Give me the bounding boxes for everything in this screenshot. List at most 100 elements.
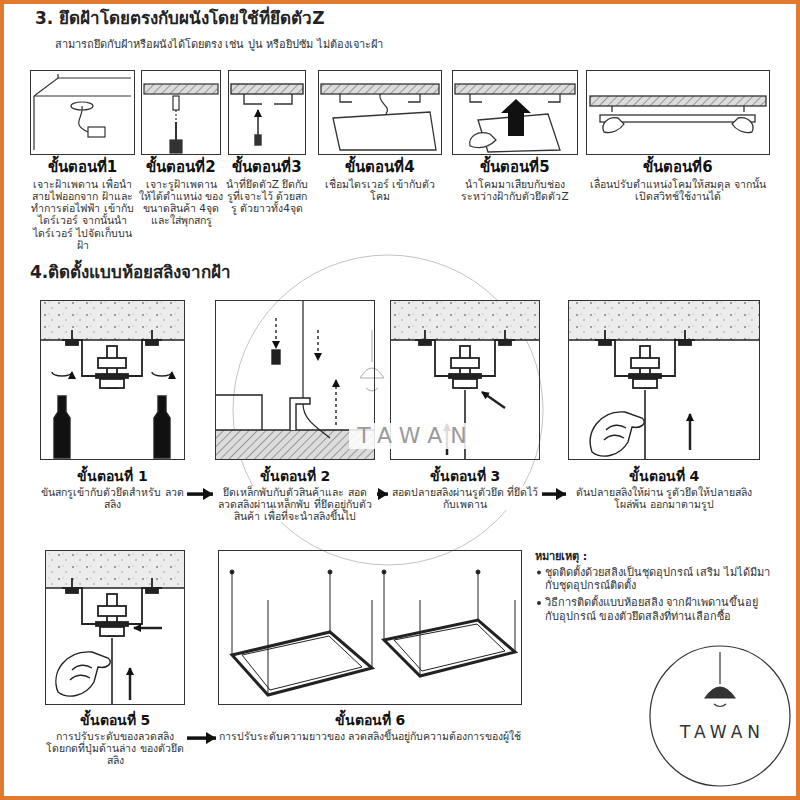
push-sling-drawing xyxy=(569,301,759,459)
step-description: นำที่ยึดตัวZ ยึดกับรูที่เจาะไว้ ด้วยสกรู… xyxy=(225,178,309,214)
z-bracket-drawing xyxy=(255,135,261,145)
step-label: ขั้นตอนที่4 xyxy=(345,159,414,176)
step-caption: ขั้นตอนที่3 นำที่ยึดตัวZ ยึดกับรูที่เจาะไ… xyxy=(225,159,309,214)
panel-frame xyxy=(318,70,442,155)
hanging-panels-drawing xyxy=(478,572,479,620)
screw-bracket-drawing xyxy=(62,330,162,388)
hanging-panels-drawing xyxy=(232,572,233,655)
folded-plate-drawing xyxy=(272,350,280,364)
step-arrow xyxy=(377,492,388,496)
note-bullet xyxy=(537,601,541,605)
thread-sling-drawing xyxy=(391,339,539,340)
step-caption: ขั้นตอนที่5นำโคมมาเสียบกับช่อง ระหว่างฝ้… xyxy=(450,159,580,202)
note-bullet xyxy=(537,571,541,605)
logo-ring xyxy=(719,652,720,684)
adjust-panel-drawing xyxy=(612,106,744,112)
panel-frame xyxy=(40,300,185,460)
note-text: วิธีการติดตั้งแบบห้อยสลิง จากฝ้าเพดานขึ้… xyxy=(545,596,770,622)
ceiling-hole-drawing xyxy=(34,78,131,96)
step-panel: ขั้นตอนที่6เลื่อนปรับตำแหน่งโคมให้สมดุล … xyxy=(586,70,770,203)
step-panel: ขั้นตอนที่3 นำที่ยึดตัวZ ยึดกับรูที่เจาะไ… xyxy=(228,70,306,215)
z-bracket-drawing xyxy=(231,84,303,145)
step-panel: ขั้นตอนที่ 3สอดปลายสลิงผ่านรูตัวยึด ที่ย… xyxy=(390,300,540,511)
release-button-drawing xyxy=(111,638,113,704)
hanging-panels-drawing xyxy=(515,600,516,652)
step-description: เชื่อมไดรเวอร์ เข้ากับตัวโคม xyxy=(318,178,442,202)
release-button-drawing xyxy=(46,551,184,588)
driver-connect-drawing xyxy=(321,84,439,94)
step-label: ขั้นตอนที่3 xyxy=(232,159,301,176)
folded-plate-drawing xyxy=(275,318,276,348)
folded-plate-drawing xyxy=(302,301,303,398)
hanging-panels-drawing xyxy=(230,570,234,574)
adjust-panel-drawing xyxy=(590,96,766,106)
hanging-panels-drawing xyxy=(232,632,372,695)
hanging-panels-drawing xyxy=(384,572,385,640)
adjust-panel-drawing xyxy=(600,115,755,122)
panel-frame xyxy=(45,550,185,705)
hanging-panels-drawing xyxy=(268,600,269,695)
step-panel: ขั้นตอนที่4 เชื่อมไดรเวอร์ เข้ากับตัวโคม xyxy=(318,70,442,203)
screw-bracket-drawing xyxy=(154,396,170,458)
logo-ring xyxy=(714,704,726,707)
insert-panel-drawing xyxy=(455,84,575,94)
adjust-panel-drawing xyxy=(732,118,753,133)
push-sling-drawing xyxy=(644,390,646,459)
ceiling-hole-drawing xyxy=(34,74,58,150)
step-panel: ขั้นตอนที่ 6การปรับระดับความยาวของ ลวดสล… xyxy=(218,550,522,743)
z-bracket-drawing xyxy=(257,110,259,135)
logo-ring xyxy=(650,646,790,786)
logo-ring xyxy=(705,687,735,698)
hanging-panels-drawing xyxy=(394,624,505,671)
z-bracket-drawing xyxy=(244,94,262,104)
hanging-panels-drawing xyxy=(242,636,362,690)
step-label: ขั้นตอนที่ 4 xyxy=(629,468,700,484)
screw-bracket-drawing xyxy=(152,372,172,376)
step-caption: ขั้นตอนที่ 5การปรับระดับของลวดสลิง โดยกด… xyxy=(45,712,185,766)
section-heading: 4.ติดตั้งแบบห้อยสลิงจากฝ้า xyxy=(30,262,231,282)
insert-panel-drawing xyxy=(501,99,531,136)
release-button-drawing xyxy=(62,578,162,636)
panel-frame xyxy=(228,70,306,155)
z-bracket-drawing xyxy=(274,94,292,104)
folded-plate-drawing xyxy=(317,330,318,360)
hanging-panels-drawing xyxy=(476,570,480,574)
step-panel: ขั้นตอนที่2เจาะรูฝ้าเพดาน ให้ได้ตำแหน่ง … xyxy=(141,70,221,227)
release-button-drawing xyxy=(134,627,162,630)
driver-connect-drawing xyxy=(321,84,439,150)
push-sling-drawing xyxy=(590,412,644,456)
step-panel: ขั้นตอนที่1เจาะฝ้าเพดาน เพื่อนำสายไฟออกจ… xyxy=(30,70,135,251)
hanging-panels-drawing xyxy=(420,600,421,676)
step-caption: ขั้นตอนที่1เจาะฝ้าเพดาน เพื่อนำสายไฟออกจ… xyxy=(30,159,136,251)
push-sling-drawing xyxy=(569,301,759,340)
step-label: ขั้นตอนที่1 xyxy=(48,159,117,176)
adjust-panel-drawing xyxy=(590,96,766,133)
ceiling-hole-drawing xyxy=(34,74,131,150)
screw-bracket-drawing xyxy=(41,301,184,458)
adjust-panel-drawing xyxy=(603,118,624,133)
step-description: นำโคมมาเสียบกับช่อง ระหว่างฝ้ากับตัวยึดต… xyxy=(450,178,580,202)
step-description: ยึดเหล็กพับกับตัวสินค้าและ สอดลวดสลิงผ่า… xyxy=(215,486,375,522)
drill-drawing xyxy=(175,110,176,122)
step-label: ขั้นตอนที่6 xyxy=(643,159,712,176)
step-description: ดันปลายสลิงให้ผ่าน รูตัวยึดให้ปลายสลิงโผ… xyxy=(568,486,760,510)
hanging-panels-drawing xyxy=(330,572,331,632)
drill-drawing xyxy=(144,84,218,94)
step-caption: ขั้นตอนที่ 4 ดันปลายสลิงให้ผ่าน รูตัวยึดใ… xyxy=(568,468,760,510)
release-button-drawing xyxy=(56,652,110,696)
push-sling-drawing xyxy=(689,414,692,450)
step-label: ขั้นตอนที่ 1 xyxy=(77,468,148,484)
insert-panel-drawing xyxy=(470,133,496,148)
hanging-panels-drawing xyxy=(384,620,515,676)
folded-plate-drawing xyxy=(303,404,330,438)
z-bracket-drawing xyxy=(231,84,303,94)
step-label: ขั้นตอนที่ 6 xyxy=(335,712,406,728)
step-panel: ขั้นตอนที่ 1ขันสกรูเข้ากับตัวยึดสำหรับ ล… xyxy=(40,300,185,511)
step-panel: ขั้นตอนที่ 2ยึดเหล็กพับกับตัวสินค้าและ ส… xyxy=(215,300,375,523)
step-arrow xyxy=(542,492,566,496)
panel-frame xyxy=(30,70,135,155)
drill-drawing xyxy=(175,122,177,140)
note-text: ชุดติดตั้งด้วยสลิงเป็นชุดอุปกรณ์ เสริม ไ… xyxy=(545,566,770,592)
panel-frame xyxy=(141,70,221,155)
